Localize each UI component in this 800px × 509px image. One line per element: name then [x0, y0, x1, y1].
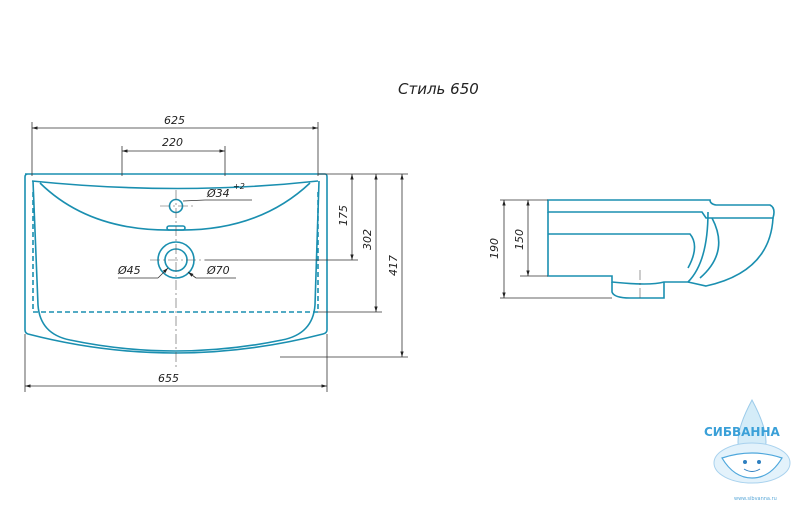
- bowl-top-curve: [39, 182, 311, 231]
- side-front-bowl: [687, 217, 774, 287]
- dim-655: 655: [158, 372, 179, 385]
- bowl-left-side: [32, 180, 71, 341]
- dim-tap-hole-tolerance: +2: [233, 182, 245, 191]
- side-drain: [611, 282, 665, 299]
- logo-url: www.sibvanna.ru: [734, 496, 777, 502]
- leader-drain-inner: [157, 267, 169, 279]
- dim-drain-inner: Ø45: [117, 264, 141, 277]
- dim-175: 175: [337, 205, 350, 226]
- dim-tap-hole: Ø34: [206, 187, 230, 200]
- side-inner-bowl-2: [548, 233, 696, 269]
- leader-tap-hole: [182, 199, 206, 202]
- logo-smile: [743, 468, 761, 472]
- sink-outer-outline: [24, 173, 328, 354]
- dim-190: 190: [488, 238, 501, 259]
- dim-drain-outer: Ø70: [206, 264, 230, 277]
- logo-eye-right: [757, 460, 761, 464]
- dim-150: 150: [513, 229, 526, 250]
- drawing-title: Стиль 650: [398, 80, 479, 98]
- bowl-bottom-curve: [69, 339, 283, 352]
- dim-417: 417: [387, 255, 400, 276]
- side-inner-bowl: [699, 217, 720, 279]
- logo-name: СИБВАННА: [704, 425, 781, 439]
- sink-rim: [31, 180, 319, 190]
- bowl-right-side: [281, 180, 320, 341]
- side-body: [547, 211, 709, 285]
- side-view: 190 150: [488, 199, 775, 300]
- leader-drain-outer: [187, 271, 197, 279]
- side-rim: [547, 199, 775, 219]
- dim-625: 625: [164, 114, 185, 127]
- dim-220: 220: [162, 136, 183, 149]
- sibvanna-logo: СИБВАННА www.sibvanna.ru: [704, 398, 791, 502]
- top-view: 625 220 Ø34 +2 Ø45 Ø70 175 302 417 6: [24, 114, 408, 392]
- logo-eye-left: [743, 460, 747, 464]
- bath-icon: [721, 452, 783, 479]
- dim-302: 302: [361, 229, 374, 250]
